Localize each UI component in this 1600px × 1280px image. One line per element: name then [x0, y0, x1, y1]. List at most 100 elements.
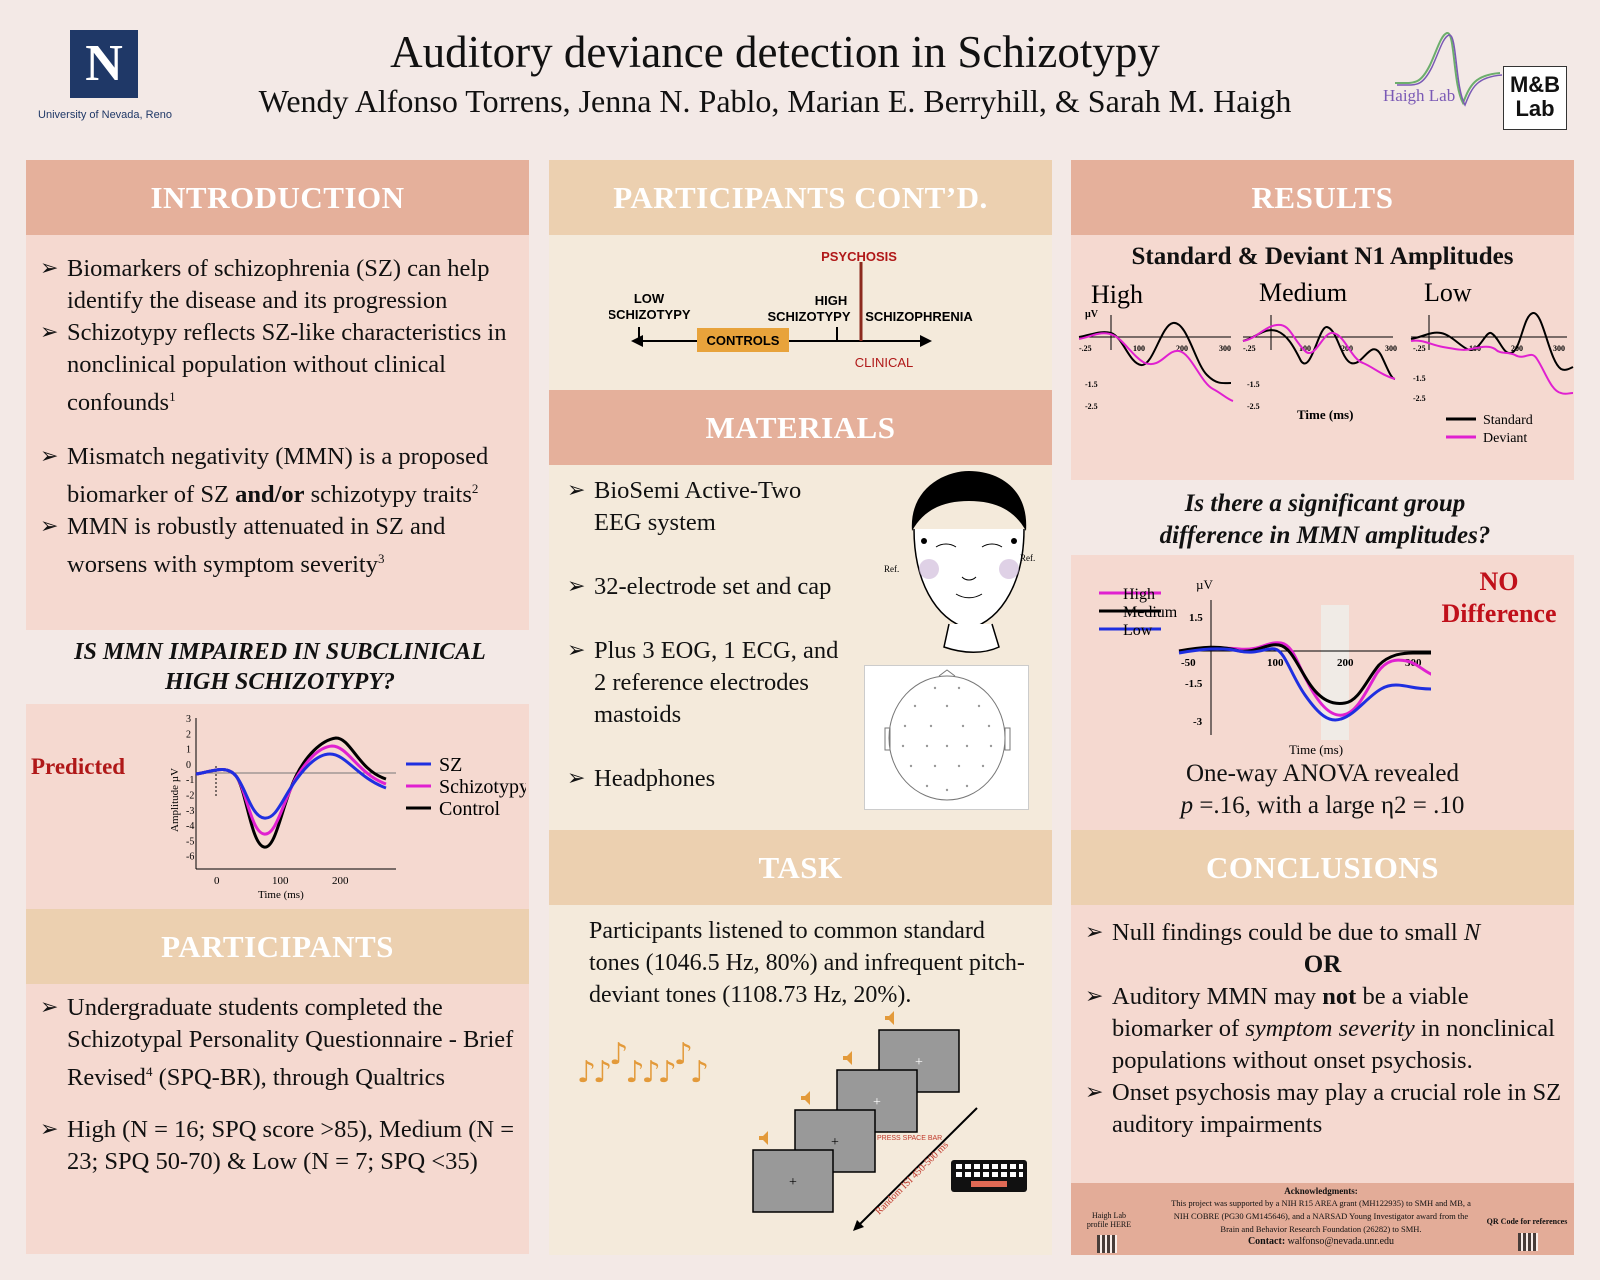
- materials-header: MATERIALS: [549, 390, 1052, 465]
- svg-text:-2.5: -2.5: [1413, 394, 1426, 403]
- participants-contd-panel: CONTROLS PSYCHOSIS LOW SCHIZOTYPY HIGH S…: [549, 235, 1052, 390]
- mmn-uv: µV: [1196, 577, 1213, 592]
- participants-contd-heading: PARTICIPANTS CONT’D.: [613, 179, 988, 215]
- svg-text:100: 100: [1299, 344, 1311, 353]
- haigh-lab-text: Haigh Lab: [1383, 86, 1455, 105]
- predicted-xtick: 0: [214, 875, 220, 887]
- predicted-ytick: -6: [186, 852, 194, 863]
- difference-label: Difference: [1441, 599, 1557, 628]
- mmn-curve-high: [1178, 641, 1431, 717]
- n1-uv-label: µV: [1085, 309, 1099, 320]
- svg-text:200: 200: [1337, 657, 1354, 669]
- acknowledgments-panel: Haigh Lab profile HERE Acknowledgments: …: [1071, 1183, 1574, 1255]
- conclusion-bullet-2: Auditory MMN may not be a viable biomark…: [1079, 981, 1566, 1077]
- mmn-curve-low: [1178, 647, 1431, 722]
- predicted-curve-control: [195, 736, 387, 849]
- face-electrode-illustration: Ref. Ref.: [884, 471, 1035, 653]
- materials-bullet-1: BioSemi Active-Two EEG system: [561, 475, 851, 539]
- n1-low-deviant: [1410, 339, 1574, 395]
- results-panel: Standard & Deviant N1 Amplitudes High Me…: [1071, 235, 1574, 480]
- group-label-medium: Medium: [1259, 278, 1347, 307]
- predicted-xtick: 100: [272, 875, 289, 887]
- predicted-ytick: 0: [186, 760, 191, 771]
- intro-bullet-2: Schizotypy reflects SZ-like characterist…: [34, 317, 519, 419]
- intro-bullet-1: Biomarkers of schizophrenia (SZ) can hel…: [34, 253, 519, 317]
- high-label-2: SCHIZOTYPY: [767, 309, 850, 324]
- n1-medium-deviant: [1242, 323, 1396, 380]
- results-heading: RESULTS: [1251, 179, 1394, 215]
- predicted-ytick: 3: [186, 714, 191, 725]
- mb-lab-line1: M&B: [1509, 72, 1561, 97]
- results-header: RESULTS: [1071, 160, 1574, 235]
- mb-lab-line2: Lab: [1515, 96, 1555, 121]
- predicted-legend-schizotypy: Schizotypy: [439, 776, 526, 798]
- ack-contact: Contact: walfonso@nevada.unr.edu: [1247, 1236, 1395, 1247]
- unr-logo: N: [70, 30, 138, 98]
- electrode-cap-layout: [864, 665, 1029, 810]
- anova-line-2: p =.16, with a large η2 = .10: [1180, 792, 1465, 819]
- schizotypy-continuum: CONTROLS PSYCHOSIS LOW SCHIZOTYPY HIGH S…: [609, 249, 973, 370]
- svg-text:100: 100: [1267, 657, 1284, 669]
- unr-logo-letter: N: [85, 35, 123, 92]
- n1-high-deviant: [1078, 332, 1234, 402]
- predicted-ytick: -3: [186, 806, 194, 817]
- task-stimulus-sequence: + + + + PRESS SPACE BAR Random ISI 450-5…: [752, 1011, 1027, 1231]
- n1-high-standard: [1078, 322, 1232, 385]
- ref-label-left: Ref.: [884, 564, 899, 574]
- svg-text:-.25: -.25: [1413, 344, 1426, 353]
- materials-panel: BioSemi Active-Two EEG system 32-electro…: [549, 465, 1052, 830]
- participants-heading: PARTICIPANTS: [161, 928, 394, 964]
- question-group-difference: Is there a significant group difference …: [1159, 490, 1491, 549]
- materials-heading: MATERIALS: [705, 409, 896, 445]
- svg-text:-1.5: -1.5: [1085, 380, 1098, 389]
- svg-text:300: 300: [1219, 344, 1231, 353]
- intro-bullet-3: Mismatch negativity (MMN) is a proposed …: [34, 441, 519, 511]
- predicted-curve-sz: [195, 752, 387, 820]
- qr-code-right: [1518, 1233, 1538, 1251]
- predicted-ytick: -5: [186, 836, 194, 847]
- haigh-lab-logo: Haigh Lab: [1383, 31, 1503, 107]
- question-mmn-impaired: IS MMN IMPAIRED IN SUBCLINICAL HIGH SCHI…: [74, 639, 486, 695]
- poster-title: Auditory deviance detection in Schizotyp…: [390, 27, 1160, 77]
- music-notes-icon: ♪♪♪♪♪♪♪♪: [577, 1037, 709, 1090]
- svg-text:100: 100: [1133, 344, 1145, 353]
- press-space-label: PRESS SPACE BAR: [877, 1135, 942, 1142]
- task-heading: TASK: [758, 849, 843, 885]
- contact-email[interactable]: walfonso@nevada.unr.edu: [1287, 1236, 1395, 1247]
- svg-text:-.25: -.25: [1243, 344, 1256, 353]
- svg-text:300: 300: [1553, 344, 1565, 353]
- mmn-legend-low: Low: [1123, 622, 1153, 639]
- n1-amplitudes-chart: High Medium Low µV -.25 -1.5 -2.5 100 20…: [1078, 278, 1574, 446]
- participants-header: PARTICIPANTS: [26, 909, 529, 984]
- svg-text:-.25: -.25: [1079, 344, 1092, 353]
- svg-text:200: 200: [1341, 344, 1353, 353]
- svg-text:200: 200: [1176, 344, 1188, 353]
- clinical-label: CLINICAL: [855, 355, 914, 370]
- n1-xlabel: Time (ms): [1297, 407, 1353, 422]
- participants-bullet-1: Undergraduate students completed the Sch…: [34, 992, 519, 1094]
- predicted-ytick: 1: [186, 745, 191, 756]
- materials-bullet-2: 32-electrode set and cap: [561, 571, 851, 603]
- isi-label: Random ISI 450-500 ms: [873, 1140, 951, 1218]
- conclusions-heading: CONCLUSIONS: [1206, 849, 1439, 885]
- predicted-xtick: 200: [332, 875, 349, 887]
- introduction-header: INTRODUCTION: [26, 160, 529, 235]
- ack-title: Acknowledgments:: [1284, 1186, 1358, 1196]
- conclusion-bullet-1: Null findings could be due to small N: [1079, 917, 1566, 949]
- low-label-2: SCHIZOTYPY: [609, 307, 691, 322]
- predicted-ytick: -4: [186, 821, 194, 832]
- svg-text:-1.5: -1.5: [1185, 678, 1203, 690]
- ack-text: This project was supported by a NIH R15 …: [1171, 1198, 1471, 1234]
- qr-code-label: QR Code for references: [1486, 1217, 1568, 1226]
- mmn-panel: High Medium Low µV 1.5 -1.5 -3 -50 100 2…: [1071, 555, 1574, 830]
- n1-legend-standard: Standard: [1483, 413, 1533, 428]
- mmn-legend-high: High: [1123, 586, 1155, 603]
- n1-low-standard: [1410, 312, 1574, 371]
- svg-text:+: +: [915, 1055, 923, 1070]
- group-label-high: High: [1091, 280, 1143, 309]
- group-label-low: Low: [1424, 278, 1472, 307]
- controls-label: CONTROLS: [707, 333, 780, 348]
- task-header: TASK: [549, 830, 1052, 905]
- no-label: NO: [1479, 567, 1519, 596]
